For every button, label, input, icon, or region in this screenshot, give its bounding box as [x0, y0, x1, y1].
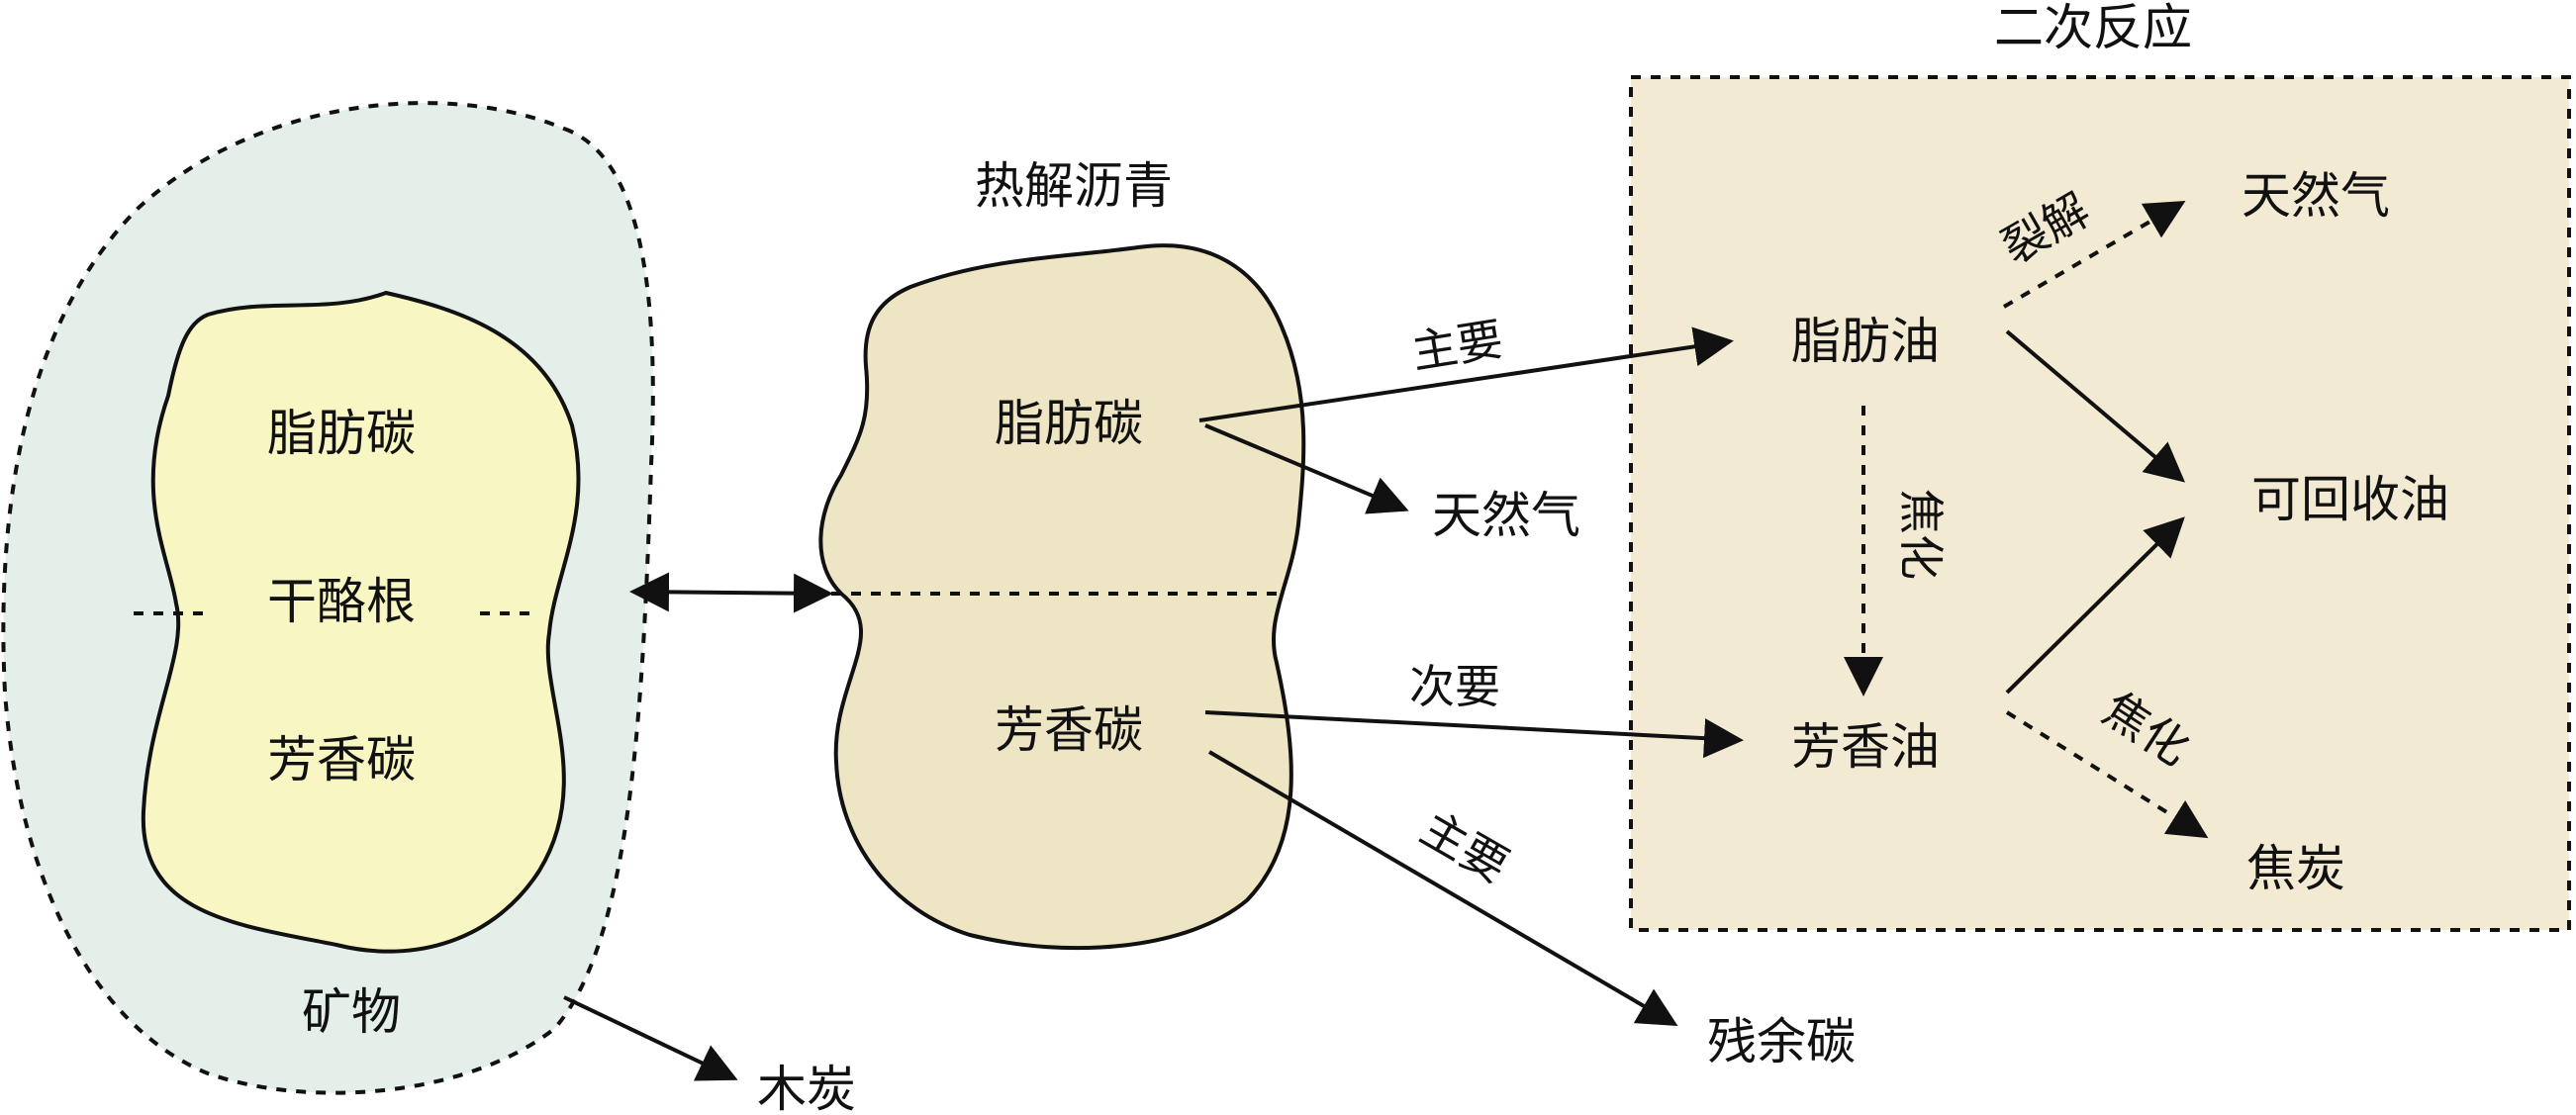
bitumen-aromatic-label: 芳香碳: [995, 701, 1143, 759]
secondary-gas-label: 天然气: [2242, 167, 2390, 225]
secondary-title: 二次反应: [1994, 0, 2192, 56]
arrow-aromatic-to-oil: [1204, 710, 1744, 759]
bitumen-title: 热解沥青: [975, 157, 1173, 215]
bitumen-aliphatic-label: 脂肪碳: [995, 395, 1143, 452]
edge-label-major-aliphatic: 主要: [1408, 312, 1506, 379]
edge-label-coking-vertical: 焦化: [1894, 489, 1948, 580]
arrow-aromatic-oil-to-recoverable: [2005, 516, 2185, 695]
arrow-aliphatic-to-oil: [1198, 326, 1734, 422]
recoverable-oil-label: 可回收油: [2251, 471, 2449, 528]
edge-label-minor-aromatic: 次要: [1409, 660, 1500, 713]
mineral-label: 矿物: [302, 983, 401, 1041]
arrow-aliphatic-to-gas: [1204, 423, 1409, 514]
arrow-aromatic-to-residual: [1207, 750, 1678, 1027]
gas-product-label: 天然气: [1432, 487, 1580, 544]
exchange-double-arrow: [629, 572, 833, 613]
coke-label: 焦炭: [2246, 840, 2345, 897]
kerogen-aromatic-label: 芳香碳: [267, 731, 416, 789]
bitumen-region: [818, 243, 1306, 951]
arrow-mineral-to-charcoal: [563, 995, 738, 1081]
aromatic-oil-label: 芳香油: [1791, 718, 1940, 776]
secondary-reactions-box: [1629, 75, 2571, 932]
aliphatic-oil-label: 脂肪油: [1791, 313, 1940, 370]
arrow-aliphatic-oil-to-recoverable: [2005, 329, 2186, 483]
kerogen-aliphatic-label: 脂肪碳: [267, 405, 416, 462]
kerogen-label: 干酪根: [267, 573, 416, 630]
residual-carbon-label: 残余碳: [1707, 1013, 1856, 1070]
kerogen-region: [141, 290, 581, 954]
charcoal-label: 木炭: [757, 1061, 856, 1115]
arrow-cracking-to-gas: [2002, 200, 2186, 309]
